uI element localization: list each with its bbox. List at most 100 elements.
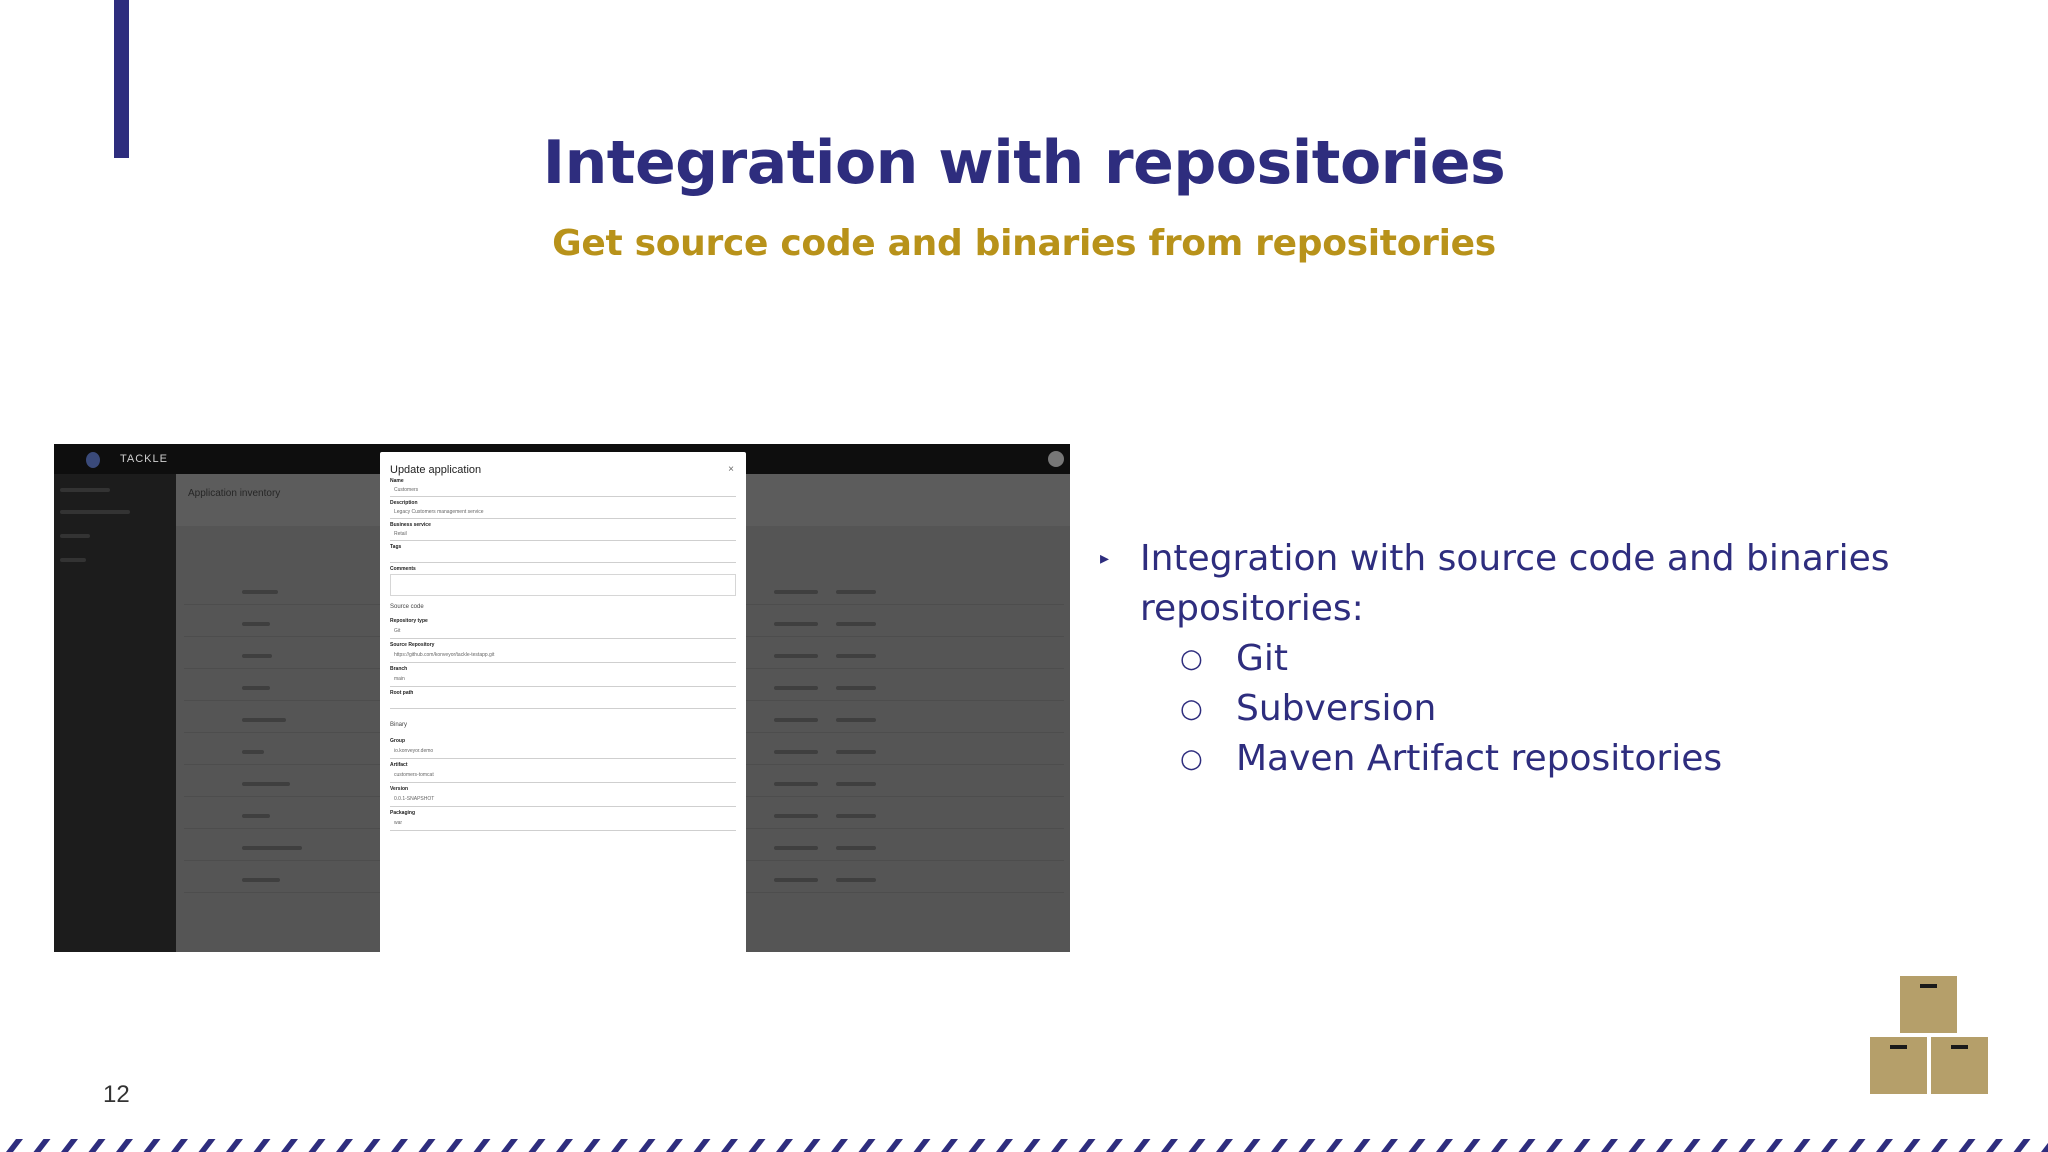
footer-stripe [1106, 1139, 1123, 1152]
footer-stripe [198, 1139, 216, 1152]
branch-field[interactable] [390, 686, 736, 687]
field-label: Description [390, 500, 418, 506]
name-field[interactable] [390, 496, 736, 497]
stacked-boxes-icon [1868, 976, 1990, 1094]
footer-stripe [1243, 1139, 1261, 1152]
table-cell [836, 590, 876, 594]
footer-stripe [913, 1139, 931, 1152]
table-cell [242, 718, 286, 722]
table-cell [836, 718, 876, 722]
footer-stripe [1271, 1139, 1288, 1152]
description-field[interactable] [390, 518, 736, 519]
app-screenshot: TACKLE Application inventory [54, 444, 1070, 952]
repository-type-select[interactable] [390, 638, 736, 639]
sidebar-item [60, 510, 130, 514]
artifact-field[interactable] [390, 782, 736, 783]
table-cell [242, 846, 302, 850]
footer-stripe [748, 1139, 766, 1152]
footer-stripe [501, 1139, 518, 1152]
modal-title: Update application [390, 464, 482, 476]
field-label: Name [390, 478, 404, 484]
field-value: Customers [394, 487, 419, 493]
striped-footer [6, 1139, 2048, 1152]
footer-stripe [858, 1139, 876, 1152]
field-value: https://github.com/konveyor/tackle-testa… [394, 652, 495, 658]
business-service-select[interactable] [390, 540, 736, 541]
field-label: Packaging [390, 810, 416, 816]
table-cell [774, 718, 818, 722]
footer-stripe [33, 1139, 51, 1152]
table-cell [836, 750, 876, 754]
source-repository-field[interactable] [390, 662, 736, 663]
table-cell [836, 846, 876, 850]
sidebar-item [60, 558, 86, 562]
footer-stripe [1958, 1139, 1976, 1152]
footer-stripe [528, 1139, 546, 1152]
table-cell [774, 622, 818, 626]
footer-stripe [583, 1139, 601, 1152]
screenshot-sidebar [54, 474, 176, 952]
tackle-logo-icon [86, 452, 100, 468]
footer-stripe [1986, 1139, 2003, 1152]
root-path-field[interactable] [390, 708, 736, 709]
footer-stripe [968, 1139, 986, 1152]
group-field[interactable] [390, 758, 736, 759]
footer-stripe [1903, 1139, 1921, 1152]
avatar [1048, 451, 1064, 467]
update-application-modal: Update application × Name Customers Desc… [380, 452, 746, 952]
field-value: customers-tomcat [394, 772, 434, 778]
tags-field[interactable] [390, 562, 736, 563]
field-label: Artifact [390, 762, 408, 768]
sidebar-item [60, 534, 90, 538]
footer-stripe [1023, 1139, 1041, 1152]
footer-stripe [281, 1139, 298, 1152]
source-code-section[interactable]: Source code [390, 604, 424, 610]
footer-stripe [446, 1139, 463, 1152]
circle-bullet-icon: ○ [1180, 744, 1203, 774]
table-cell [774, 654, 818, 658]
page-number: 12 [103, 1081, 130, 1108]
box-icon [1870, 1037, 1927, 1094]
table-cell [774, 750, 818, 754]
slide-title: Integration with repositories [542, 128, 1506, 198]
footer-stripe [1821, 1139, 1838, 1152]
footer-stripe [1436, 1139, 1453, 1152]
field-label: Version [390, 786, 409, 792]
footer-stripe [831, 1139, 848, 1152]
table-cell [774, 814, 818, 818]
field-label: Group [390, 738, 405, 744]
field-label: Source Repository [390, 642, 435, 648]
footer-stripe [88, 1139, 106, 1152]
footer-stripe [1381, 1139, 1398, 1152]
footer-stripe [1628, 1139, 1646, 1152]
footer-stripe [1546, 1139, 1563, 1152]
footer-stripe [1463, 1139, 1481, 1152]
table-cell [242, 590, 278, 594]
version-field[interactable] [390, 806, 736, 807]
binary-section[interactable]: Binary [390, 722, 408, 728]
footer-stripe [6, 1139, 23, 1152]
field-label: Repository type [390, 618, 428, 624]
table-cell [242, 782, 290, 786]
footer-stripe [1683, 1139, 1701, 1152]
footer-stripe [556, 1139, 573, 1152]
footer-stripe [1876, 1139, 1893, 1152]
footer-stripe [638, 1139, 656, 1152]
table-cell [242, 622, 270, 626]
bullet-main-text: Integration with source code and binarie… [1140, 538, 1890, 629]
footer-stripe [886, 1139, 903, 1152]
table-cell [836, 686, 876, 690]
field-label: Root path [390, 690, 414, 696]
table-cell [242, 654, 272, 658]
comments-textarea[interactable] [390, 574, 736, 596]
slide-subtitle: Get source code and binaries from reposi… [552, 223, 1496, 264]
footer-stripe [1491, 1139, 1508, 1152]
footer-stripe [1078, 1139, 1096, 1152]
footer-stripe [418, 1139, 436, 1152]
footer-stripe [253, 1139, 271, 1152]
packaging-field[interactable] [390, 830, 736, 831]
screenshot-brand: TACKLE [120, 453, 168, 465]
box-slot [1951, 1045, 1968, 1049]
close-icon[interactable]: × [728, 464, 734, 475]
footer-stripe [803, 1139, 821, 1152]
